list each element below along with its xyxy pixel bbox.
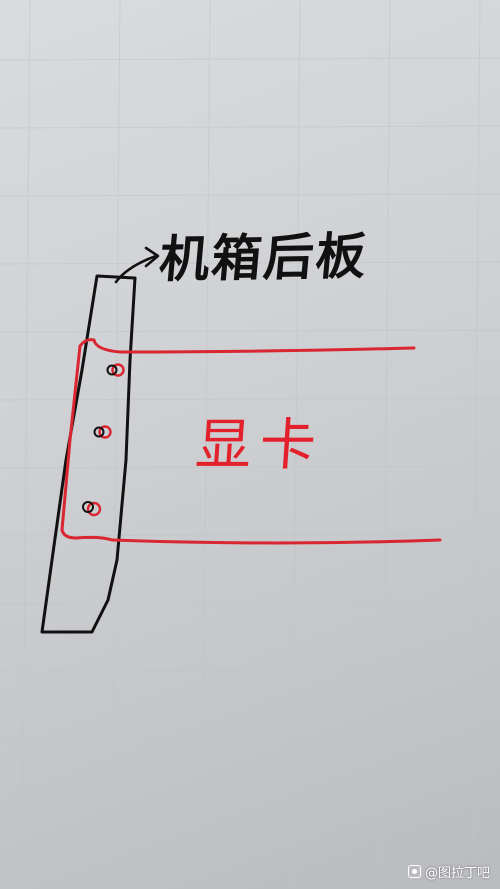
- watermark-text: @图拉丁吧: [424, 866, 490, 881]
- graphics-card-label: 显卡: [193, 413, 326, 478]
- screw-hole: [82, 501, 102, 517]
- camera-icon: [407, 865, 421, 878]
- chassis-panel-label: 机箱后板: [156, 226, 371, 289]
- graphics-card-outline: [60, 338, 442, 545]
- chassis-panel-outline: [40, 274, 137, 634]
- watermark: @图拉丁吧: [407, 862, 490, 881]
- label-arrow: [114, 254, 158, 284]
- arrow-head: [144, 246, 160, 268]
- screw-hole: [106, 363, 125, 377]
- screw-hole: [93, 425, 112, 439]
